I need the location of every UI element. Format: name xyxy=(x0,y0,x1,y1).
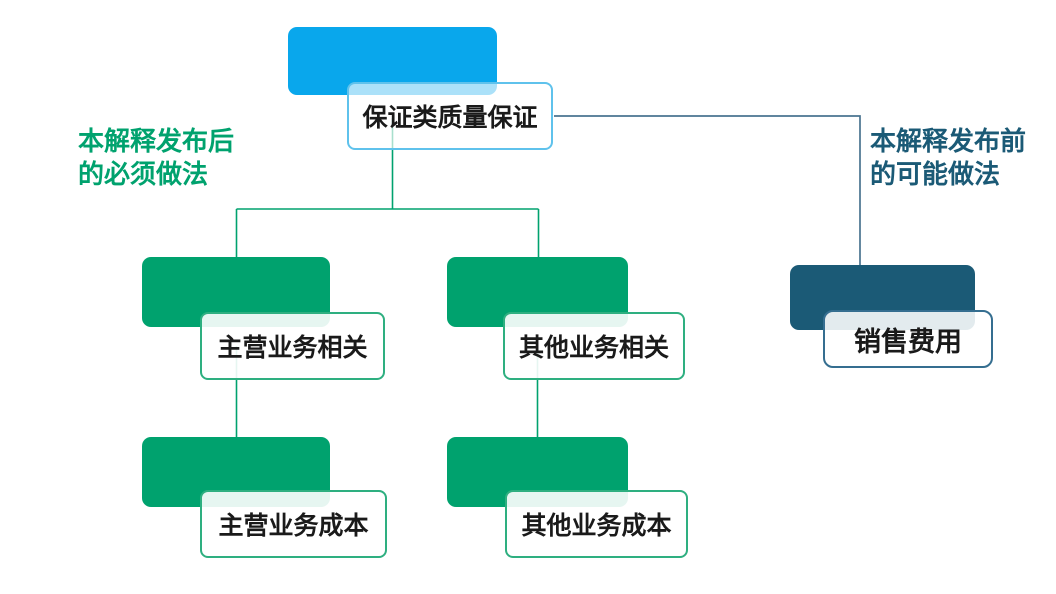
connector-legacy-elbow xyxy=(554,115,861,266)
node-other-related-label: 其他业务相关 xyxy=(518,334,669,362)
annotation-after-line1: 本解释发布后 xyxy=(78,126,235,156)
root-node-label: 保证类质量保证 xyxy=(362,104,538,132)
node-main-cost-label: 主营业务成本 xyxy=(218,512,369,540)
annotation-before-line2: 的可能做法 xyxy=(870,159,1001,189)
root-node-box: 保证类质量保证 xyxy=(347,82,553,150)
node-selling-expense-label: 销售费用 xyxy=(854,326,962,357)
annotation-before-line1: 本解释发布前 xyxy=(870,126,1027,156)
node-other-cost-label: 其他业务成本 xyxy=(521,512,672,540)
annotation-after-line2: 的必须做法 xyxy=(78,159,209,189)
annotation-after-release: 本解释发布后 的必须做法 xyxy=(78,125,234,191)
node-main-cost-box: 主营业务成本 xyxy=(200,490,387,558)
node-main-related-box: 主营业务相关 xyxy=(200,312,385,380)
annotation-before-release: 本解释发布前 的可能做法 xyxy=(870,125,1026,191)
node-other-related-box: 其他业务相关 xyxy=(503,312,685,380)
node-other-cost-box: 其他业务成本 xyxy=(505,490,688,558)
node-main-related-label: 主营业务相关 xyxy=(217,334,368,362)
node-selling-expense-box: 销售费用 xyxy=(823,310,993,368)
